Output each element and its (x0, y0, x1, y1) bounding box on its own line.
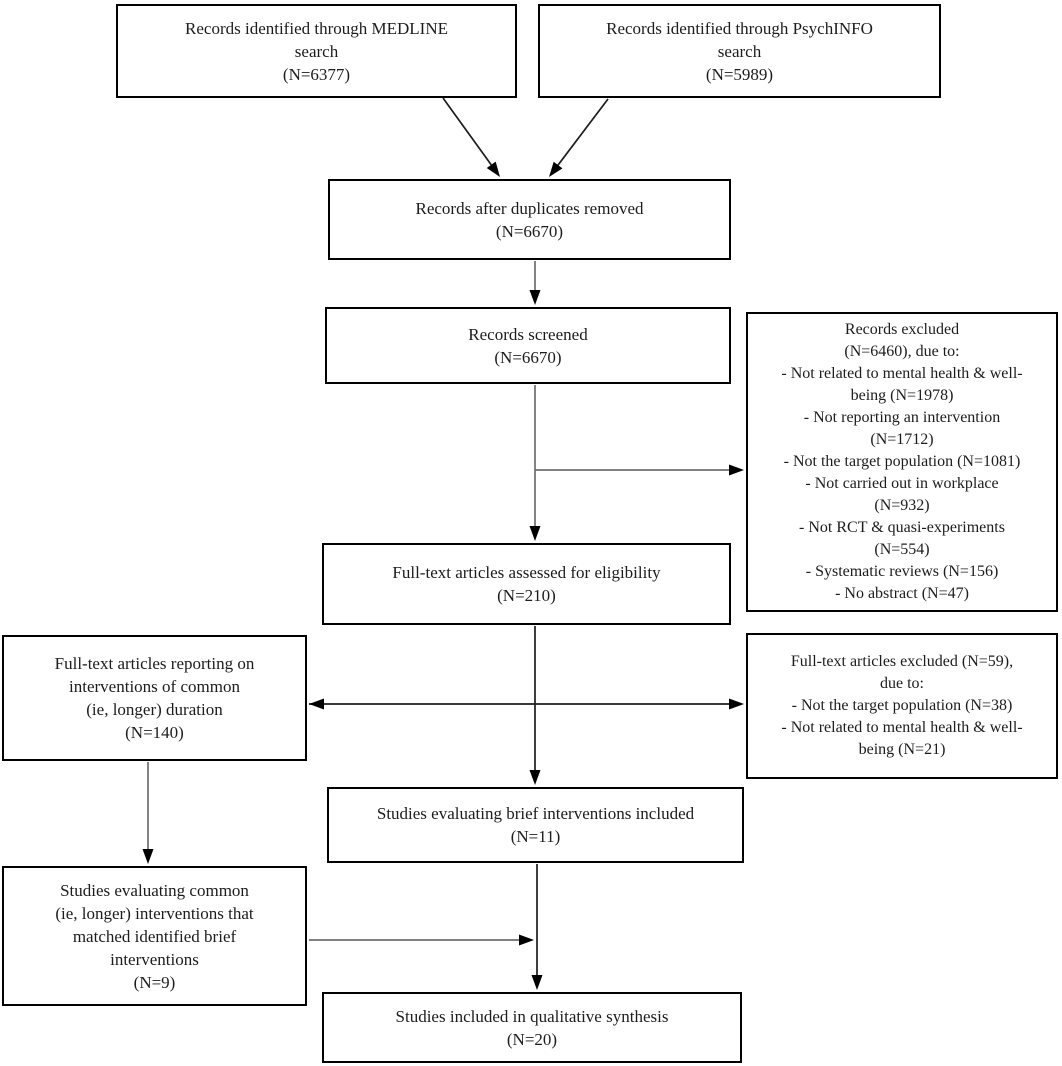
box-fulltext-common-duration-text: Full-text articles reporting on interven… (54, 654, 255, 742)
box-duplicates-removed-text: Records after duplicates removed (N=6670… (415, 198, 644, 241)
box-records-excluded: Records excluded (N=6460), due to: - Not… (746, 312, 1058, 612)
arrowhead-icon (531, 975, 543, 990)
box-brief-interventions-included-text: Studies evaluating brief interventions i… (376, 804, 695, 846)
arrowhead-icon (486, 161, 500, 177)
box-records-excluded-text: Records excluded (N=6460), due to: - Not… (781, 321, 1023, 602)
arrowhead-icon (729, 698, 744, 710)
box-records-medline-text: Records identified through MEDLINE searc… (185, 18, 448, 84)
arrowhead-icon (529, 770, 541, 785)
arrowhead-icon (309, 698, 324, 710)
arrowhead-icon (549, 161, 563, 177)
box-fulltext-excluded: Full-text articles excluded (N=59), due … (746, 633, 1058, 779)
box-fulltext-common-duration: Full-text articles reporting on interven… (2, 635, 307, 761)
box-records-medline: Records identified through MEDLINE searc… (116, 4, 517, 98)
box-common-interventions-matched-text: Studies evaluating common (ie, longer) i… (55, 880, 254, 992)
box-fulltext-excluded-text: Full-text articles excluded (N=59), due … (781, 653, 1023, 758)
box-records-psychinfo-text: Records identified through PsychINFO sea… (606, 18, 873, 84)
arrowhead-icon (529, 526, 541, 541)
arrowhead-icon (519, 934, 534, 946)
box-fulltext-assessed-text: Full-text articles assessed for eligibil… (392, 563, 661, 605)
box-brief-interventions-included: Studies evaluating brief interventions i… (327, 787, 744, 863)
box-fulltext-assessed: Full-text articles assessed for eligibil… (322, 543, 731, 625)
box-records-screened-text: Records screened (N=6670) (468, 324, 588, 367)
box-common-interventions-matched: Studies evaluating common (ie, longer) i… (2, 866, 307, 1006)
arrowhead-icon (142, 849, 154, 864)
arrow-medline-to-duplicates-removed (442, 97, 499, 175)
box-qualitative-synthesis-text: Studies included in qualitative synthesi… (395, 1006, 669, 1049)
box-duplicates-removed: Records after duplicates removed (N=6670… (328, 179, 731, 260)
box-records-psychinfo: Records identified through PsychINFO sea… (538, 4, 941, 98)
box-qualitative-synthesis: Studies included in qualitative synthesi… (322, 992, 742, 1063)
box-records-screened: Records screened (N=6670) (325, 307, 731, 384)
arrowhead-icon (529, 290, 541, 305)
arrowhead-icon (729, 464, 744, 476)
arrow-psychinfo-to-duplicates-removed (550, 98, 609, 175)
